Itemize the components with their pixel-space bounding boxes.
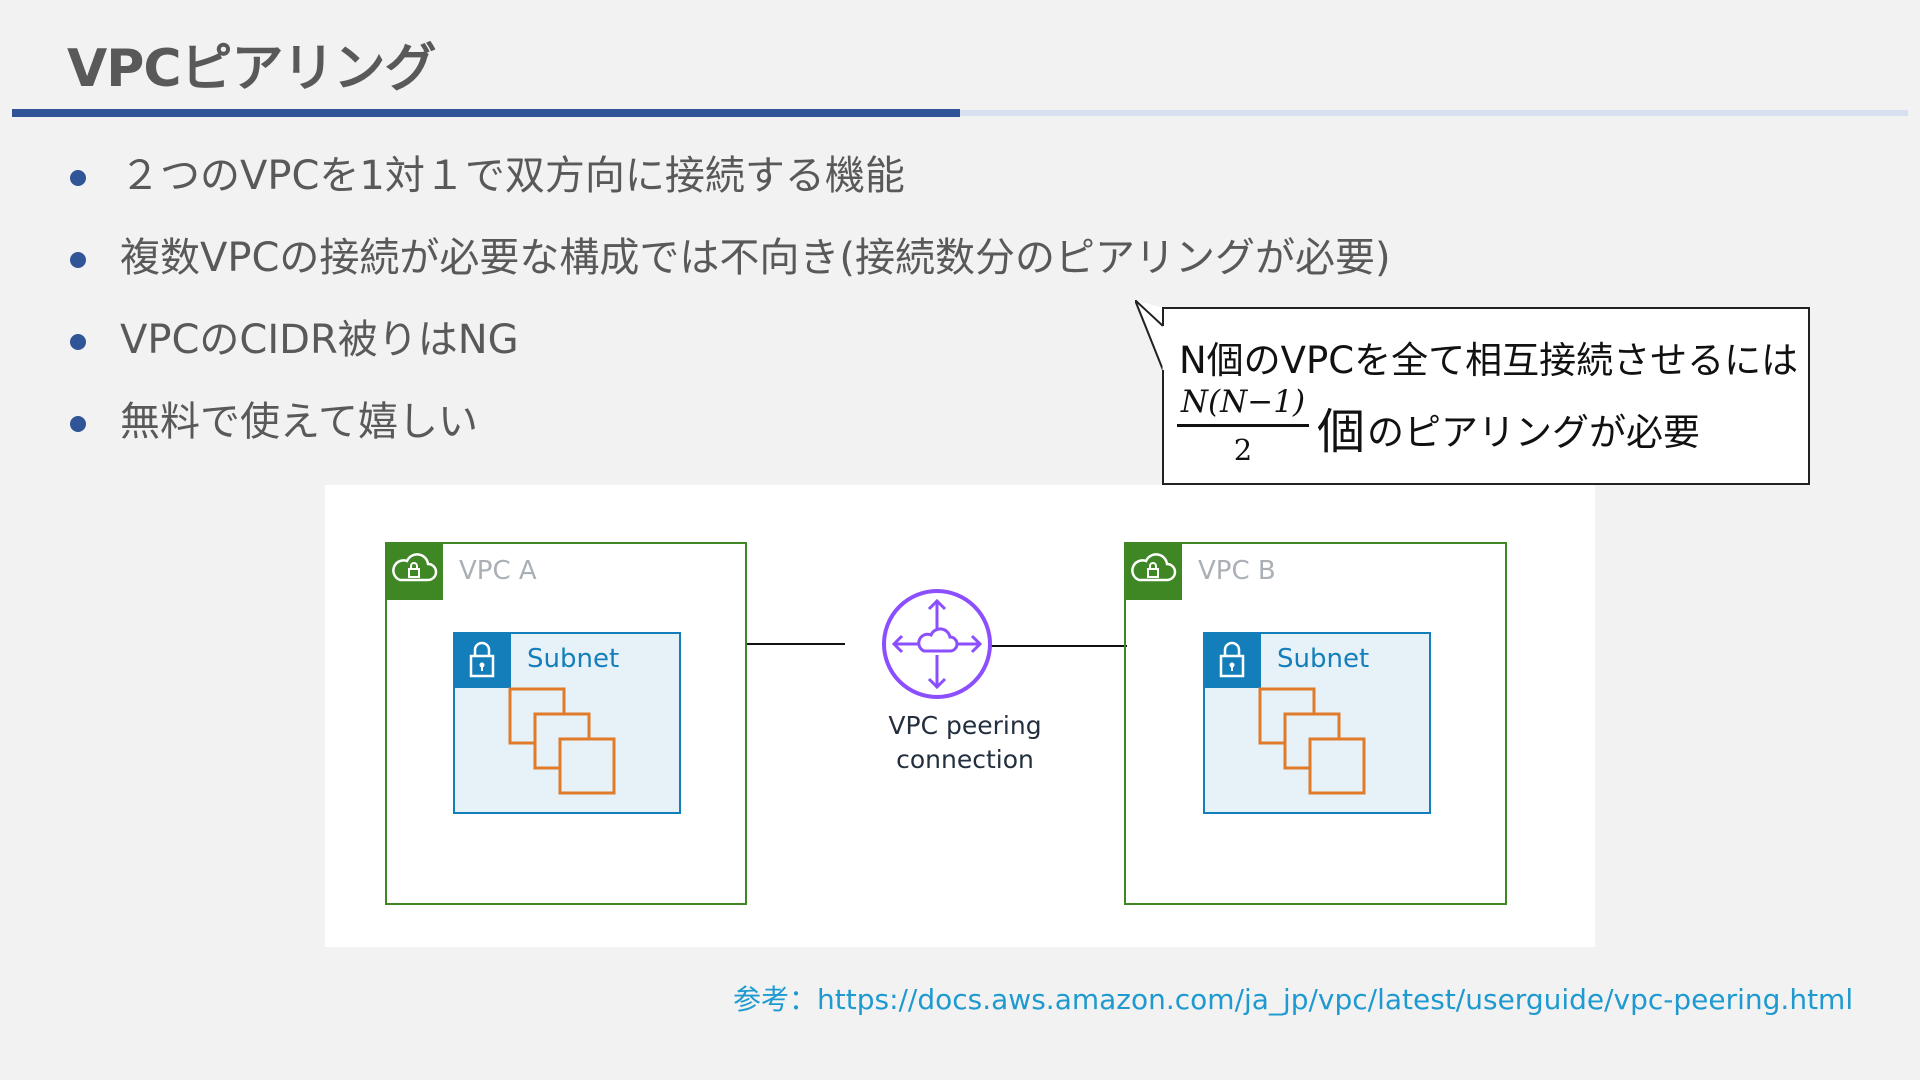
bullet-item: 無料で使えて嬉しい	[68, 394, 1391, 476]
ec2-instances-icon	[1258, 687, 1366, 795]
bullet-dot-icon	[70, 416, 86, 432]
connection-line-right	[991, 645, 1127, 647]
bullet-text: 無料で使えて嬉しい	[120, 399, 478, 445]
fraction-bar	[1177, 424, 1309, 427]
subnet-box: Subnet	[1203, 632, 1431, 814]
bullet-dot-icon	[70, 170, 86, 186]
bullet-dot-icon	[70, 334, 86, 350]
peering-connection-icon	[882, 589, 992, 699]
bullet-dot-icon	[70, 252, 86, 268]
vpc-a-box: VPC A Subnet	[385, 542, 747, 905]
ec2-instances-icon	[508, 687, 616, 795]
connection-line-left	[747, 643, 845, 645]
bullet-list: ２つのVPCを1対１で双方向に接続する機能 複数VPCの接続が必要な構成では不向…	[68, 148, 1391, 476]
callout-fraction: N(N−1) 2	[1177, 382, 1309, 467]
title-underline	[12, 109, 960, 117]
callout-text-line2: のピアリングが必要	[1367, 411, 1700, 454]
subnet-label: Subnet	[1277, 644, 1370, 674]
callout-box: N個のVPCを全て相互接続させるには N(N−1) 2 個 のピアリングが必要	[1135, 300, 1815, 490]
subnet-lock-icon	[453, 632, 511, 688]
subnet-lock-icon	[1203, 632, 1261, 688]
bullet-item: 複数VPCの接続が必要な構成では不向き(接続数分のピアリングが必要)	[68, 230, 1391, 312]
bullet-item: ２つのVPCを1対１で双方向に接続する機能	[68, 148, 1391, 230]
fraction-numerator: N(N−1)	[1180, 384, 1306, 420]
subnet-label: Subnet	[527, 644, 620, 674]
peering-label-line2: connection	[896, 745, 1034, 774]
peering-label: VPC peering connection	[845, 709, 1085, 777]
callout-big-char: 個	[1317, 404, 1366, 460]
vpc-b-box: VPC B Subnet	[1124, 542, 1507, 905]
bullet-text: VPCのCIDR被りはNG	[120, 317, 519, 363]
callout-text-line1: N個のVPCを全て相互接続させるには	[1179, 339, 1799, 382]
vpc-cloud-lock-icon	[385, 542, 443, 600]
reference-link[interactable]: 参考：https://docs.aws.amazon.com/ja_jp/vpc…	[733, 983, 1854, 1016]
bullet-text: 複数VPCの接続が必要な構成では不向き(接続数分のピアリングが必要)	[120, 235, 1391, 281]
vpc-peering-diagram: VPC A Subnet	[325, 485, 1595, 947]
peering-label-line1: VPC peering	[888, 711, 1042, 740]
vpc-b-label: VPC B	[1198, 556, 1276, 586]
slide-title: VPCピアリング	[67, 39, 437, 99]
vpc-cloud-lock-icon	[1124, 542, 1182, 600]
callout-shape	[1135, 300, 1810, 485]
bullet-item: VPCのCIDR被りはNG	[68, 312, 1391, 394]
title-underline-light	[960, 110, 1908, 116]
bullet-text: ２つのVPCを1対１で双方向に接続する機能	[120, 153, 905, 199]
vpc-a-label: VPC A	[459, 556, 537, 586]
fraction-denominator: 2	[1233, 433, 1253, 467]
subnet-box: Subnet	[453, 632, 681, 814]
